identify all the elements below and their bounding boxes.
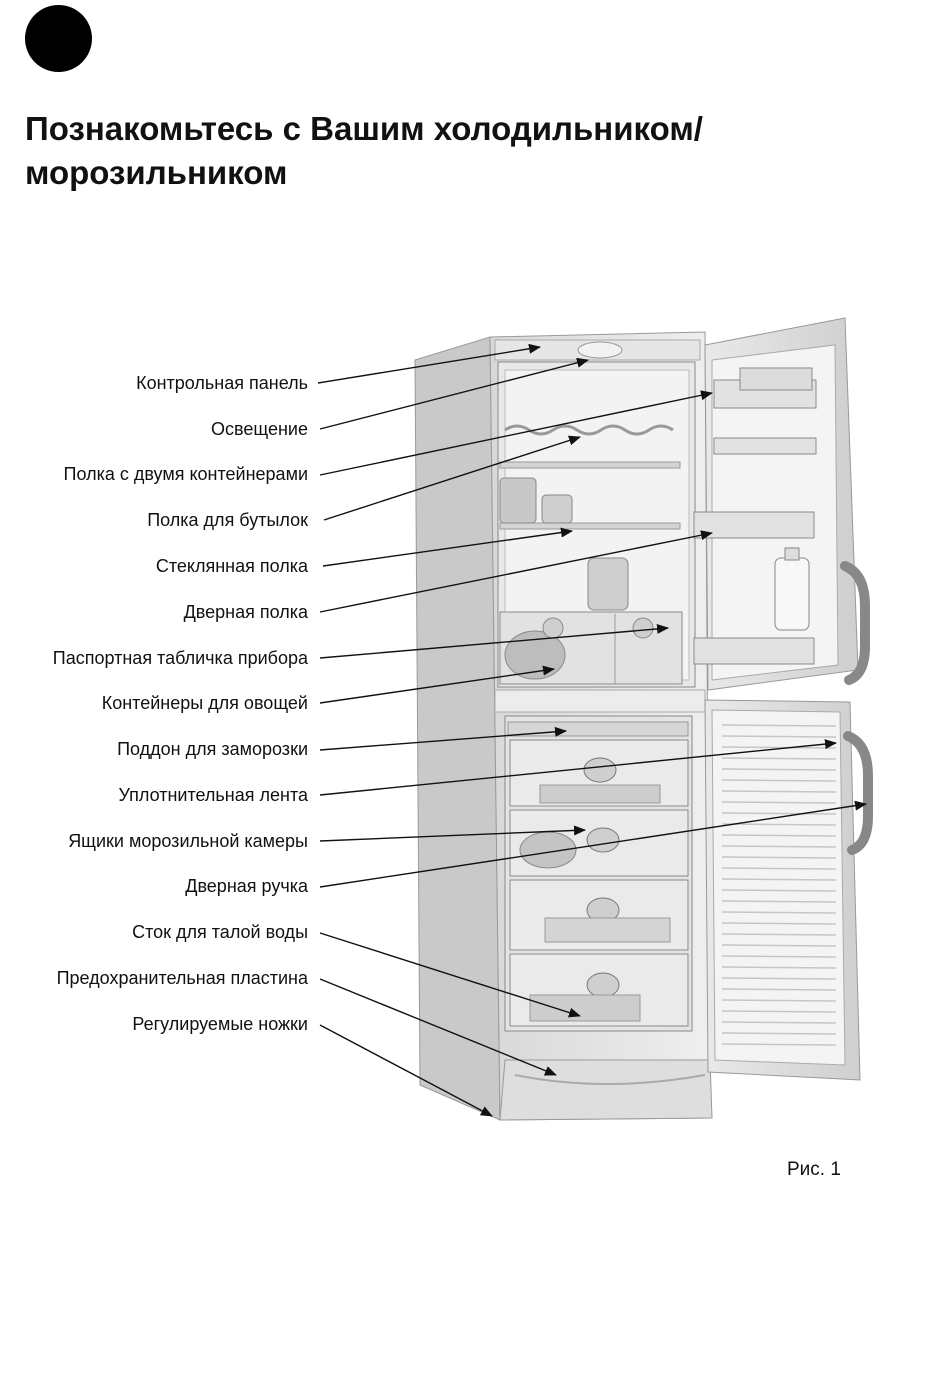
- leader-lines: [317, 343, 867, 1117]
- leader-line-6: [319, 530, 713, 613]
- label-crisper-drawers: Контейнеры для овощей: [101, 693, 308, 713]
- leader-line-15: [319, 1024, 493, 1117]
- leader-line-14: [319, 978, 557, 1076]
- leader-line-9: [319, 726, 567, 751]
- leader-line-8: [319, 665, 555, 704]
- label-adjustable-feet: Регулируемые ножки: [132, 1014, 308, 1034]
- fridge-door: [693, 317, 870, 691]
- freezer-door: [704, 699, 873, 1081]
- label-lighting: Освещение: [211, 419, 308, 439]
- figure-caption: Рис. 1: [787, 1159, 841, 1180]
- label-freezing-tray: Поддон для заморозки: [117, 739, 308, 759]
- label-shelf-two-containers: Полка с двумя контейнерами: [63, 464, 308, 484]
- label-glass-shelf: Стеклянная полка: [155, 556, 308, 576]
- leader-line-7: [319, 623, 669, 659]
- leader-line-11: [319, 825, 586, 842]
- label-door-shelf: Дверная полка: [183, 602, 308, 622]
- label-control-panel: Контрольная панель: [136, 373, 308, 393]
- leader-line-3: [319, 390, 713, 476]
- label-safety-plate: Предохранительная пластина: [56, 968, 308, 988]
- leader-line-1: [317, 343, 541, 384]
- label-defrost-drain: Сток для талой воды: [132, 922, 308, 942]
- label-door-handle: Дверная ручка: [185, 876, 308, 896]
- leader-line-12: [319, 800, 867, 888]
- page-title: Познакомьтесь с Вашим холодильником/моро…: [25, 107, 925, 195]
- label-bottle-shelf: Полка для бутылок: [147, 510, 308, 530]
- leader-line-13: [319, 932, 581, 1018]
- leader-line-5: [322, 527, 573, 567]
- label-rating-plate: Паспортная табличка прибора: [52, 648, 308, 668]
- fridge-cabinet: [414, 331, 713, 1121]
- leader-line-4: [323, 435, 581, 521]
- title-line-1: Познакомьтесь с Вашим холодильником/: [25, 110, 703, 147]
- section-bullet-icon: [25, 5, 92, 72]
- leader-line-10: [319, 739, 837, 796]
- label-door-seal: Уплотнительная лента: [118, 785, 308, 805]
- leader-line-2: [319, 357, 589, 430]
- title-line-2: морозильником: [25, 154, 288, 191]
- label-freezer-drawers: Ящики морозильной камеры: [68, 831, 308, 851]
